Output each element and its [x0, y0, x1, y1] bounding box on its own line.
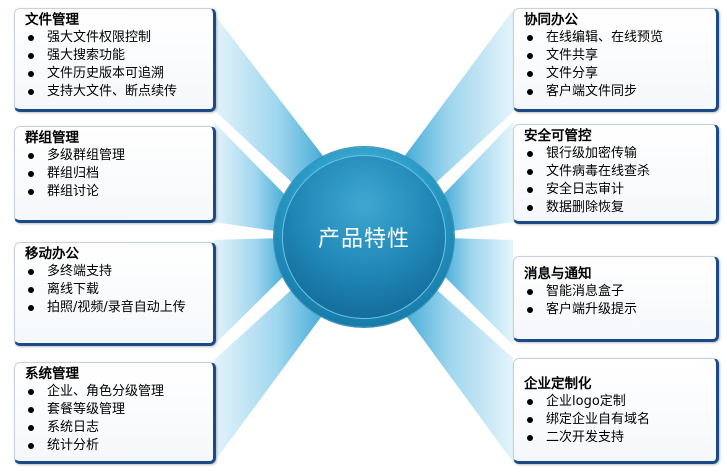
list-item: 客户端升级提示	[524, 301, 710, 319]
list-item: 客户端文件同步	[524, 83, 710, 101]
box-title: 企业定制化	[524, 376, 592, 392]
box-title: 系统管理	[25, 366, 79, 382]
feature-box-system-management: 系统管理 企业、角色分级管理 套餐等级管理 系统日志 统计分析	[14, 362, 216, 464]
ray-right-2	[438, 122, 513, 232]
list-item: 文件历史版本可追溯	[25, 65, 207, 83]
box-title: 移动办公	[25, 246, 79, 262]
ray-right-4	[398, 282, 513, 462]
list-item: 支持大文件、断点续传	[25, 83, 207, 101]
list-item: 绑定企业自有域名	[524, 411, 710, 429]
ray-right-3	[438, 238, 513, 345]
feature-box-customization: 企业定制化 企业logo定制 绑定企业自有域名 二次开发支持	[513, 358, 719, 464]
list-item: 套餐等级管理	[25, 401, 207, 419]
feature-box-collaboration: 协同办公 在线编辑、在线预览 文件共享 文件分享 客户端文件同步	[513, 8, 719, 112]
list-item: 企业logo定制	[524, 393, 710, 411]
ray-right-1	[398, 10, 513, 190]
box-title: 协同办公	[524, 12, 578, 28]
feature-box-group-management: 群组管理 多级群组管理 群组归档 群组讨论	[14, 126, 216, 223]
list-item: 系统日志	[25, 419, 207, 437]
list-item: 群组归档	[25, 165, 207, 183]
list-item: 在线编辑、在线预览	[524, 29, 710, 47]
list-item: 强大文件权限控制	[25, 29, 207, 47]
list-item: 文件分享	[524, 65, 710, 83]
center-hub: 产品特性	[274, 147, 454, 327]
center-label: 产品特性	[317, 227, 410, 252]
ray-left-4	[214, 282, 330, 462]
ray-left-3	[214, 238, 290, 345]
list-item: 群组讨论	[25, 183, 207, 201]
list-item: 多终端支持	[25, 263, 207, 281]
list-item: 离线下载	[25, 281, 207, 299]
list-item: 统计分析	[25, 437, 207, 455]
box-title: 安全可管控	[524, 128, 592, 144]
list-item: 文件病毒在线查杀	[524, 163, 710, 181]
list-item: 文件共享	[524, 47, 710, 65]
list-item: 银行级加密传输	[524, 145, 710, 163]
box-title: 消息与通知	[524, 266, 592, 282]
box-title: 文件管理	[25, 12, 79, 28]
box-title: 群组管理	[25, 130, 79, 146]
center-hub-inner	[282, 155, 446, 319]
list-item: 多级群组管理	[25, 147, 207, 165]
feature-box-notifications: 消息与通知 智能消息盒子 客户端升级提示	[513, 256, 719, 342]
feature-box-security: 安全可管控 银行级加密传输 文件病毒在线查杀 安全日志审计 数据删除恢复	[513, 124, 719, 224]
list-item: 企业、角色分级管理	[25, 383, 207, 401]
feature-box-mobile-office: 移动办公 多终端支持 离线下载 拍照/视频/录音自动上传	[14, 242, 216, 346]
list-item: 强大搜索功能	[25, 47, 207, 65]
ray-left-2	[214, 122, 290, 232]
list-item: 智能消息盒子	[524, 283, 710, 301]
list-item: 拍照/视频/录音自动上传	[25, 299, 207, 317]
list-item: 二次开发支持	[524, 429, 710, 447]
ray-left-1	[214, 14, 330, 190]
feature-box-file-management: 文件管理 强大文件权限控制 强大搜索功能 文件历史版本可追溯 支持大文件、断点续…	[14, 8, 216, 112]
list-item: 安全日志审计	[524, 181, 710, 199]
list-item: 数据删除恢复	[524, 199, 710, 217]
